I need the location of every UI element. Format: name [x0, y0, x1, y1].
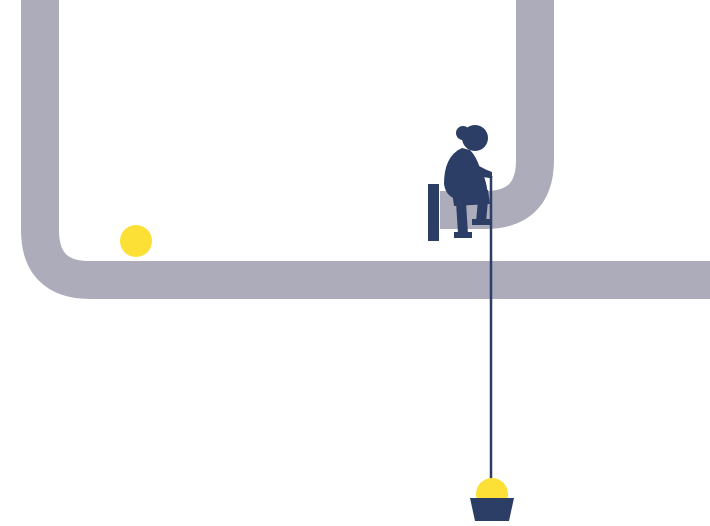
coin-on-track[interactable] — [120, 225, 152, 257]
hanging-bucket-icon[interactable] — [470, 498, 514, 521]
platform-post — [428, 184, 439, 241]
